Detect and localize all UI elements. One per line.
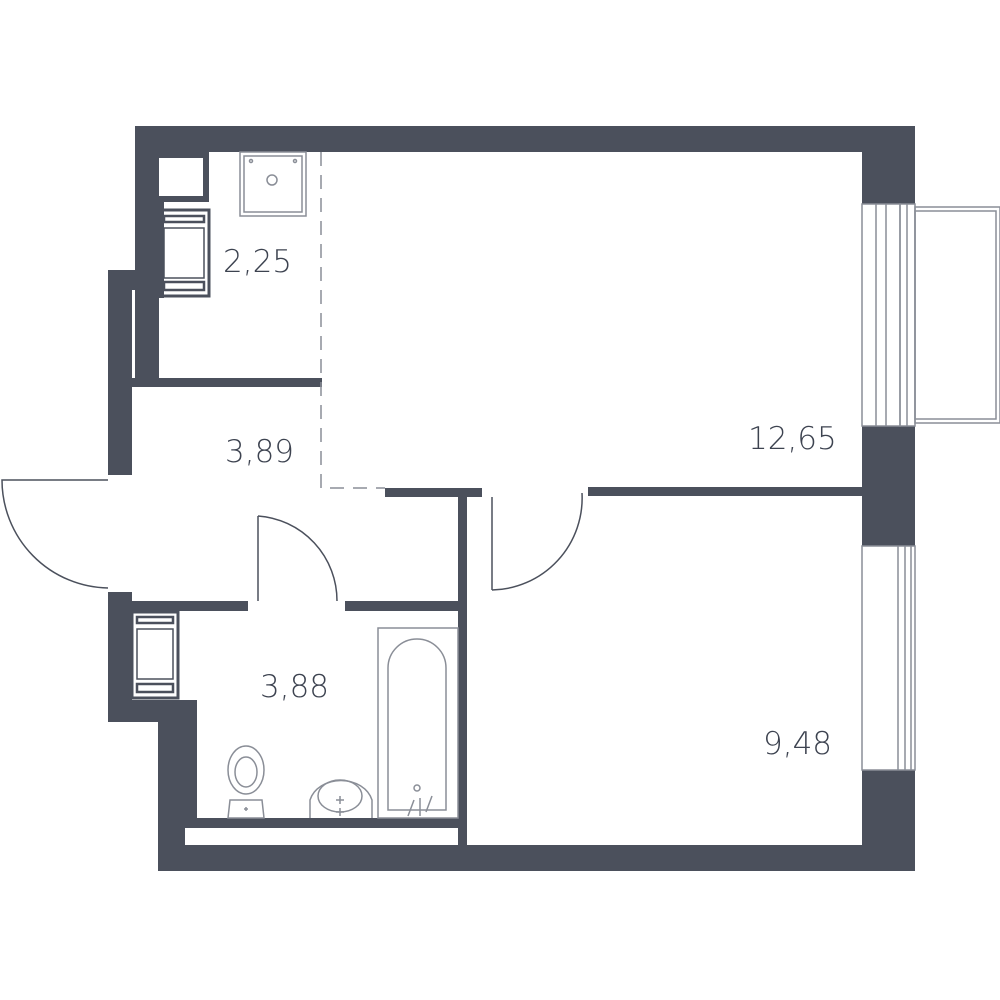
doors <box>1 479 583 602</box>
bathroom-area-label: 3,88 <box>260 669 329 705</box>
stove-icon <box>157 208 211 298</box>
wall-bath-top-right <box>345 601 458 611</box>
window-living <box>861 203 901 427</box>
wall-left-entrance-upper <box>108 270 132 475</box>
window-bedroom <box>861 545 916 771</box>
wall-kitchen-niche <box>159 202 164 298</box>
wall-kitchen-hall <box>132 378 322 387</box>
wall-right-top <box>862 126 915 204</box>
kitchen-sink-icon <box>239 151 307 217</box>
bathroom-sink-icon <box>309 779 373 818</box>
bathroom-door-swing <box>257 515 338 602</box>
windows <box>861 203 1000 771</box>
wall-hall-bedroom-stub <box>385 488 482 497</box>
balcony <box>914 206 1000 424</box>
wall-left-upper <box>135 126 159 386</box>
wall-bath-top-left <box>132 601 248 611</box>
bedroom-area-label: 9,48 <box>763 726 832 762</box>
wall-bath-vertical <box>458 497 467 849</box>
kitchen-zone-boundary <box>320 152 385 489</box>
living-room-area-label: 12,65 <box>748 421 837 457</box>
entrance-door-swing <box>1 479 109 589</box>
kitchen-area-label: 2,25 <box>223 244 292 280</box>
toilet-icon <box>227 745 265 819</box>
wall-top <box>135 126 915 152</box>
wall-kitchen-column-right <box>203 152 209 202</box>
wall-right-middle <box>862 426 915 546</box>
bathtub-icon <box>377 627 459 819</box>
interior-walls <box>132 378 862 849</box>
bedroom-door-swing <box>491 492 583 591</box>
hall-area-label: 3,89 <box>225 434 294 470</box>
wall-left-lower <box>158 700 185 870</box>
washing-machine-icon <box>130 610 180 700</box>
wall-bath-inner-bottom <box>185 818 465 828</box>
exterior-walls <box>108 126 915 871</box>
wall-kitchen-column <box>159 152 209 158</box>
wall-bottom <box>158 845 915 871</box>
wall-bath-inner-left <box>185 700 197 828</box>
wall-kitchen-column-bottom <box>159 196 209 202</box>
wall-living-bedroom <box>588 487 862 496</box>
fixtures <box>130 151 459 819</box>
wall-right-bottom <box>862 770 915 870</box>
